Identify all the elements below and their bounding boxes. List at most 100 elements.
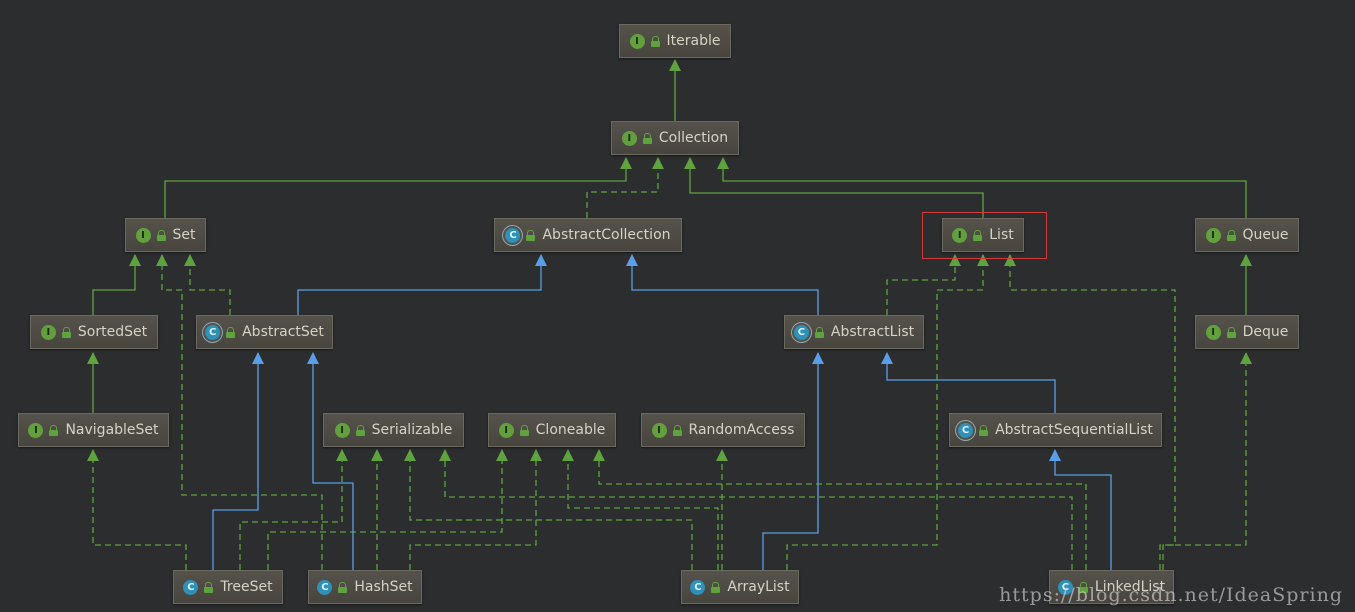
- node-label: LinkedList: [1094, 579, 1166, 595]
- node-deque[interactable]: I Deque: [1195, 315, 1299, 349]
- node-tree-set[interactable]: C TreeSet: [173, 570, 283, 604]
- interface-icon: I: [621, 130, 637, 146]
- node-label: AbstractSet: [242, 324, 324, 340]
- node-label: Set: [172, 227, 196, 243]
- abstract-class-icon: C: [958, 422, 974, 438]
- interface-icon: I: [135, 227, 151, 243]
- lock-icon: [49, 424, 59, 436]
- edge-treeset-to-navigableset: [87, 449, 187, 570]
- edge-hashset-to-cloneable: [409, 449, 542, 570]
- edge-linkedlist-to-abstractsequentiallist: [1049, 449, 1112, 570]
- edge-treeset-to-serializable: [239, 449, 348, 570]
- node-serializable[interactable]: I Serializable: [323, 413, 464, 447]
- node-label: HashSet: [354, 579, 413, 595]
- node-label: RandomAccess: [688, 422, 795, 438]
- edge-abstractlist-to-list: [886, 254, 961, 315]
- edge-arraylist-to-abstractlist: [762, 352, 824, 570]
- edge-treeset-to-abstractset: [212, 352, 264, 570]
- node-sorted-set[interactable]: I SortedSet: [30, 315, 158, 349]
- lock-icon: [61, 326, 72, 338]
- edge-treeset-to-cloneable: [267, 449, 508, 570]
- interface-icon: I: [629, 33, 645, 49]
- class-icon: C: [690, 579, 706, 595]
- lock-icon: [642, 132, 653, 144]
- lock-icon: [1226, 229, 1237, 241]
- node-label: ArrayList: [727, 579, 790, 595]
- lock-icon: [204, 581, 214, 593]
- node-label: Cloneable: [535, 422, 606, 438]
- node-label: AbstractSequentialList: [995, 422, 1153, 438]
- node-list[interactable]: I List: [942, 218, 1024, 252]
- node-collection[interactable]: I Collection: [611, 121, 739, 155]
- lock-icon: [338, 581, 348, 593]
- lock-icon: [711, 581, 721, 593]
- edge-abstractsequentiallist-to-abstractlist: [881, 352, 1056, 413]
- edge-linkedlist-to-serializable: [439, 449, 1073, 570]
- node-abstract-sequential-list[interactable]: C AbstractSequentialList: [949, 413, 1162, 447]
- lock-icon: [814, 326, 825, 338]
- class-icon: C: [1057, 579, 1073, 595]
- edge-queue-to-collection: [717, 157, 1247, 218]
- node-array-list[interactable]: C ArrayList: [681, 570, 799, 604]
- node-label: NavigableSet: [65, 422, 159, 438]
- edge-hashset-to-abstractset: [307, 352, 354, 570]
- edge-set-to-collection: [164, 157, 632, 218]
- node-label: Serializable: [371, 422, 453, 438]
- node-abstract-collection[interactable]: C AbstractCollection: [494, 218, 682, 252]
- edge-sortedset-to-set: [92, 254, 141, 315]
- lock-icon: [1078, 581, 1089, 593]
- node-label: Queue: [1242, 227, 1289, 243]
- node-label: AbstractList: [830, 324, 915, 340]
- lock-icon: [156, 229, 167, 241]
- node-iterable[interactable]: I Iterable: [619, 24, 731, 58]
- edge-abstractcollection-to-collection: [586, 157, 664, 218]
- edge-abstractset-to-set: [184, 254, 231, 315]
- node-label: Collection: [658, 130, 729, 146]
- edge-hashset-to-set: [156, 254, 323, 570]
- node-navigable-set[interactable]: I NavigableSet: [18, 413, 169, 447]
- node-linked-list[interactable]: C LinkedList: [1049, 570, 1174, 604]
- interface-icon: I: [1205, 324, 1221, 340]
- interface-icon: I: [952, 227, 968, 243]
- edge-linkedlist-to-cloneable: [593, 449, 1087, 570]
- interface-icon: I: [40, 324, 56, 340]
- class-icon: C: [183, 579, 199, 595]
- interface-icon: I: [1205, 227, 1221, 243]
- lock-icon: [650, 35, 661, 47]
- node-label: SortedSet: [77, 324, 148, 340]
- lock-icon: [355, 424, 366, 436]
- node-abstract-set[interactable]: C AbstractSet: [196, 315, 333, 349]
- abstract-class-icon: C: [505, 227, 521, 243]
- node-label: Iterable: [666, 33, 721, 49]
- node-hash-set[interactable]: C HashSet: [308, 570, 422, 604]
- node-set[interactable]: I Set: [125, 218, 206, 252]
- edge-linkedlist-to-deque: [1159, 352, 1252, 570]
- interface-icon: I: [651, 422, 667, 438]
- node-queue[interactable]: I Queue: [1195, 218, 1299, 252]
- edge-arraylist-to-cloneable: [562, 449, 719, 570]
- list-highlight-box: [922, 212, 1047, 259]
- lock-icon: [526, 229, 536, 241]
- edge-arraylist-to-list: [786, 254, 989, 570]
- node-label: TreeSet: [220, 579, 273, 595]
- lock-icon: [973, 229, 983, 241]
- edge-abstractlist-to-abstractcollection: [626, 254, 819, 315]
- interface-icon: I: [498, 422, 514, 438]
- node-random-access[interactable]: I RandomAccess: [641, 413, 805, 447]
- edge-abstractset-to-abstractcollection: [297, 254, 547, 315]
- lock-icon: [979, 424, 989, 436]
- node-label: AbstractCollection: [542, 227, 671, 243]
- lock-icon: [519, 424, 530, 436]
- watermark: https://blog.csdn.net/IdeaSpring: [999, 584, 1343, 606]
- abstract-class-icon: C: [205, 324, 221, 340]
- edge-linkedlist-to-list: [1004, 254, 1176, 570]
- abstract-class-icon: C: [793, 324, 809, 340]
- interface-icon: I: [28, 422, 44, 438]
- node-label: Deque: [1242, 324, 1289, 340]
- edge-arraylist-to-serializable: [404, 449, 693, 570]
- node-abstract-list[interactable]: C AbstractList: [784, 315, 924, 349]
- edge-list-to-collection: [684, 157, 984, 218]
- node-cloneable[interactable]: I Cloneable: [488, 413, 616, 447]
- class-icon: C: [317, 579, 333, 595]
